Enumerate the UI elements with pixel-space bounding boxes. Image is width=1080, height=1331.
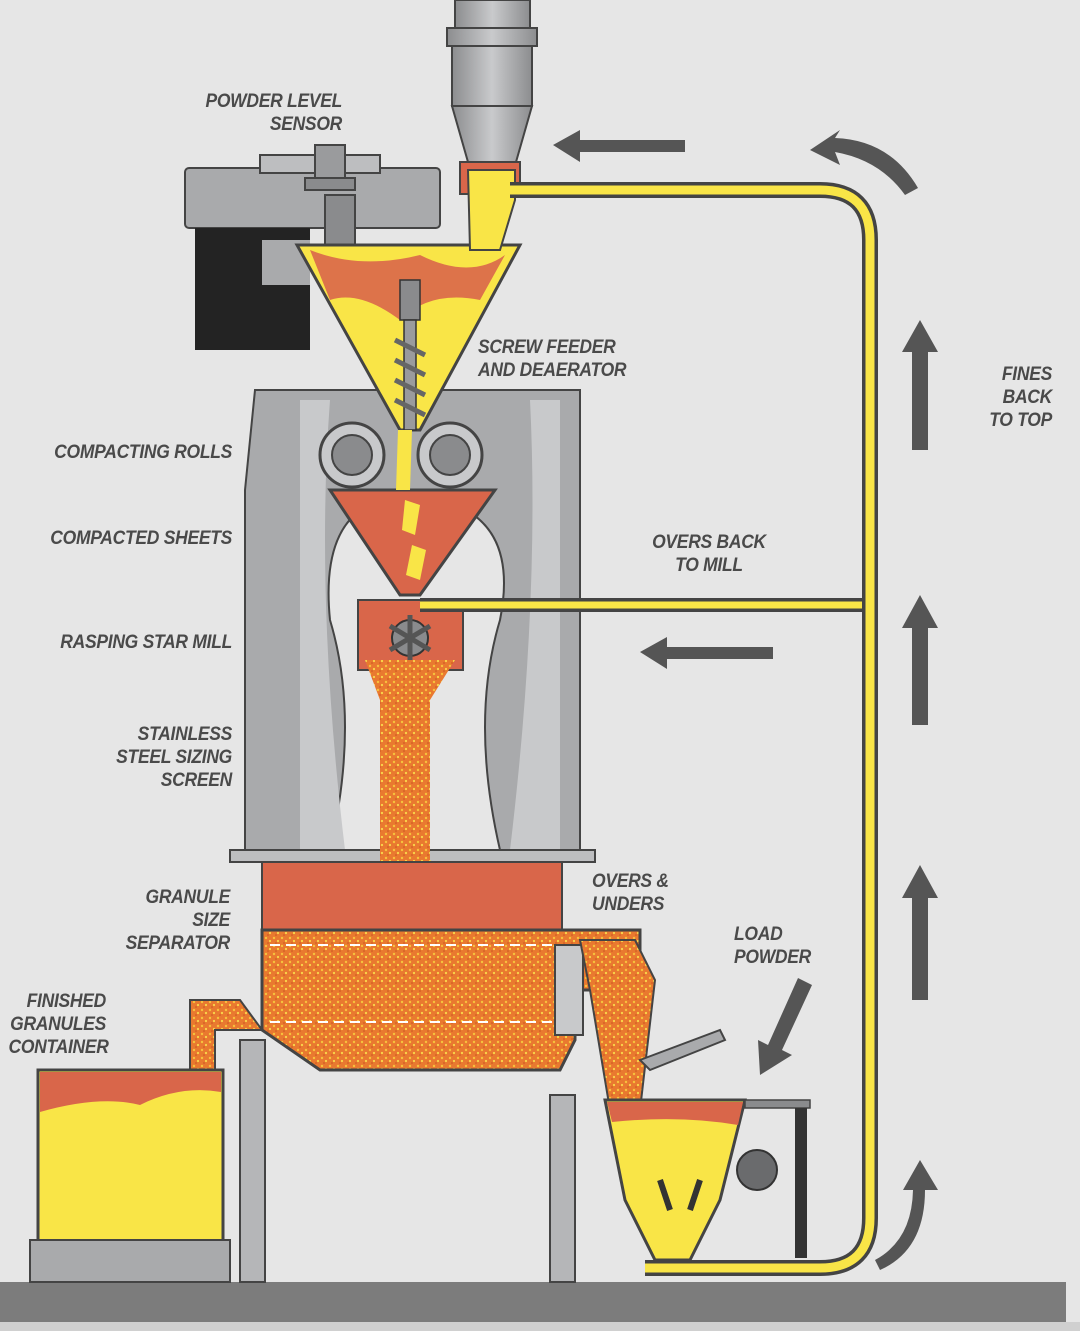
flow-arrows — [553, 130, 938, 1270]
arrow-load — [758, 978, 812, 1075]
arrow-curve-bottom — [875, 1160, 938, 1270]
load-hopper — [603, 1028, 811, 1262]
label-finished-container: FINISHED GRANULES CONTAINER — [8, 991, 109, 1058]
label-overs-back: OVERS BACK TO MILL — [652, 532, 766, 576]
label-rasping-star-mill: RASPING STAR MILL — [60, 632, 232, 653]
arrow-up-3 — [902, 865, 938, 1000]
label-sizing-screen: STAINLESS STEEL SIZING SCREEN — [116, 724, 232, 791]
label-overs-unders: OVERS & UNDERS — [592, 871, 669, 915]
support-legs — [239, 1039, 576, 1283]
label-compacted-sheets: COMPACTED SHEETS — [50, 528, 232, 549]
granule-separator — [260, 861, 657, 1111]
label-powder-level-sensor: POWDER LEVEL SENSOR — [205, 91, 342, 135]
arrow-up-1 — [902, 320, 938, 450]
compacting-rolls — [318, 421, 484, 489]
return-pipe — [420, 182, 878, 1276]
granule-stream — [280, 660, 550, 930]
label-load-powder: LOAD POWDER — [734, 924, 812, 968]
screw-feeder — [393, 279, 427, 431]
floor — [0, 1282, 1066, 1322]
label-compacting-rolls: COMPACTING ROLLS — [54, 442, 232, 463]
label-fines-back: FINES BACK TO TOP — [989, 364, 1052, 431]
mill-body — [229, 389, 596, 863]
label-screw-feeder: SCREW FEEDER AND DEAERATOR — [478, 337, 627, 381]
level-sensor — [304, 144, 356, 251]
arrow-up-2 — [902, 595, 938, 725]
arrow-left-top — [553, 130, 685, 162]
top-duct — [446, 0, 538, 195]
sheets-funnel — [327, 430, 498, 597]
hopper-housing — [184, 154, 441, 350]
arrow-left-mill — [640, 637, 773, 669]
finished-container — [29, 1068, 231, 1283]
label-granule-separator: GRANULE SIZE SEPARATOR — [125, 887, 231, 954]
arrow-curve-top — [810, 130, 918, 195]
